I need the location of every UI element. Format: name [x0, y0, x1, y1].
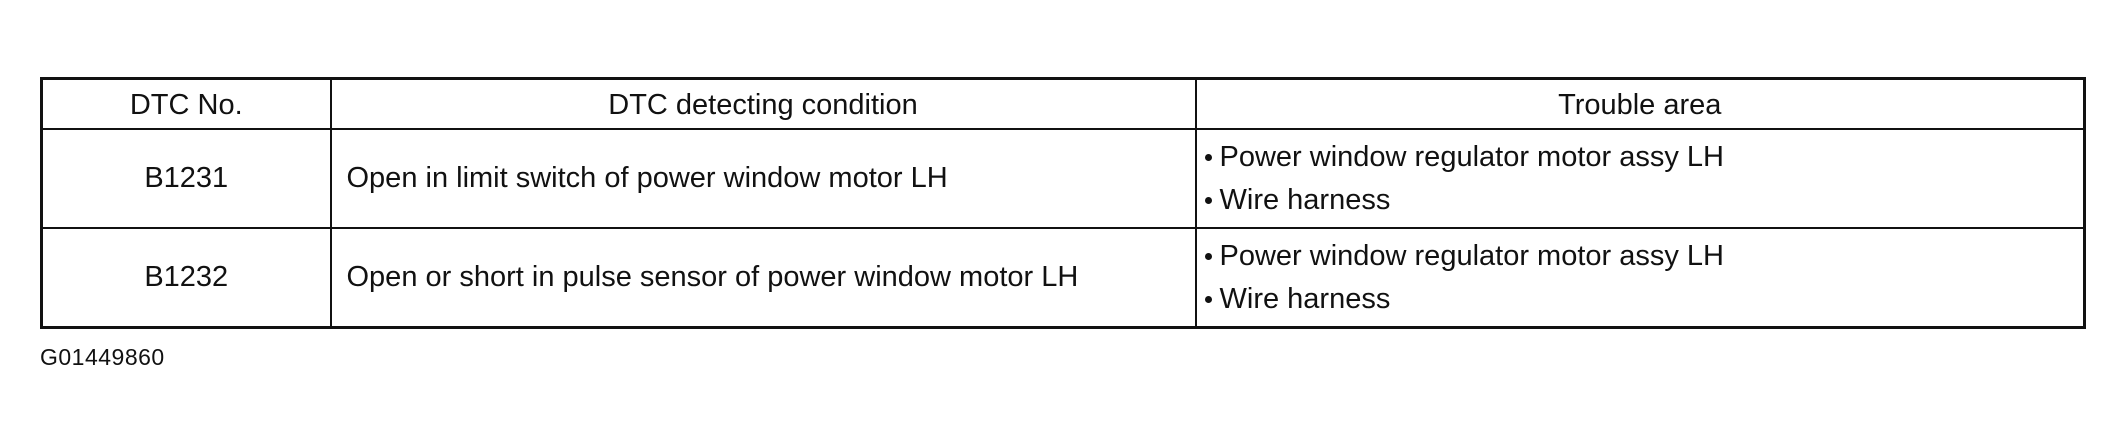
figure-id-label: G01449860 [40, 344, 165, 370]
trouble-area-list: Power window regulator motor assy LH Wir… [1204, 136, 2084, 222]
dtc-table: DTC No. DTC detecting condition Trouble … [40, 77, 2086, 329]
table-header-row: DTC No. DTC detecting condition Trouble … [40, 77, 2086, 130]
column-header-dtc-no: DTC No. [40, 77, 332, 130]
list-item: Wire harness [1204, 278, 2084, 321]
detecting-condition-cell: Open in limit switch of power window mot… [329, 128, 1197, 229]
trouble-area-text: Power window regulator motor assy LH [1219, 140, 1724, 173]
column-header-detecting-condition: DTC detecting condition [329, 77, 1197, 130]
list-item: Power window regulator motor assy LH [1204, 136, 2084, 179]
dtc-number-cell: B1231 [40, 128, 332, 229]
bullet-icon [1204, 153, 1212, 161]
trouble-area-text: Wire harness [1219, 282, 1391, 315]
table-row: B1231 Open in limit switch of power wind… [40, 128, 2086, 229]
bullet-icon [1204, 295, 1212, 303]
dtc-number-cell: B1232 [40, 227, 332, 329]
trouble-area-cell: Power window regulator motor assy LH Wir… [1194, 128, 2086, 229]
bullet-icon [1204, 196, 1212, 204]
table-row: B1232 Open or short in pulse sensor of p… [40, 227, 2086, 329]
detecting-condition-cell: Open or short in pulse sensor of power w… [329, 227, 1197, 329]
list-item: Power window regulator motor assy LH [1204, 235, 2084, 278]
trouble-area-list: Power window regulator motor assy LH Wir… [1204, 235, 2084, 321]
trouble-area-text: Wire harness [1219, 183, 1391, 216]
column-header-trouble-area: Trouble area [1194, 77, 2086, 130]
trouble-area-cell: Power window regulator motor assy LH Wir… [1194, 227, 2086, 329]
list-item: Wire harness [1204, 179, 2084, 222]
bullet-icon [1204, 252, 1212, 260]
trouble-area-text: Power window regulator motor assy LH [1219, 239, 1724, 272]
